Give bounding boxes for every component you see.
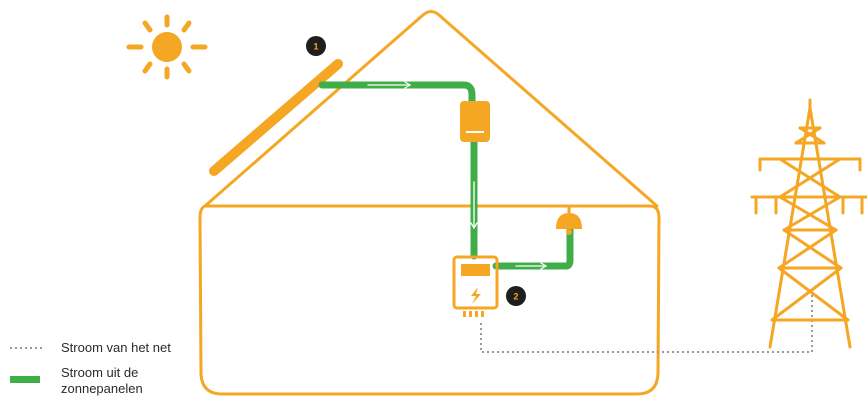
legend-solar-swatch [10, 376, 40, 383]
inverter-icon [460, 101, 490, 142]
solar-flow-line [318, 81, 574, 270]
house-outline [198, 10, 661, 396]
grid-connection-line [480, 292, 813, 353]
flow-arrows [367, 81, 548, 270]
electricity-meter-icon [452, 255, 499, 317]
marker-1: 1 [306, 36, 326, 56]
legend-solar-label: Stroom uit de zonnepanelen [61, 365, 143, 396]
marker-2: 2 [506, 286, 526, 306]
solar-panel-icon [209, 59, 343, 176]
marker-2-label: 2 [513, 292, 518, 302]
marker-1-label: 1 [313, 42, 318, 52]
sun-icon [126, 14, 208, 80]
lamp-icon [556, 207, 582, 235]
power-pylon-icon [750, 98, 867, 349]
legend-grid-label: Stroom van het net [61, 340, 171, 355]
